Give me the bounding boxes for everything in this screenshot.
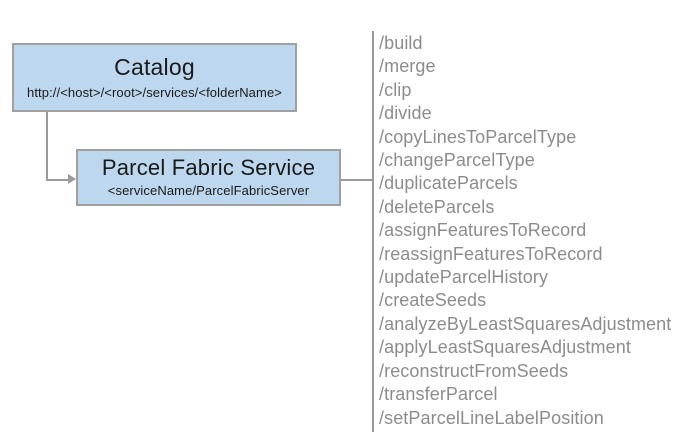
arrowhead-icon bbox=[68, 174, 76, 184]
operation-item[interactable]: /copyLinesToParcelType bbox=[379, 126, 577, 147]
catalog-node-title: Catalog bbox=[114, 53, 195, 80]
catalog-node-url: http://<host>/<root>/services/<folderNam… bbox=[27, 85, 282, 101]
operation-item[interactable]: /build bbox=[379, 33, 423, 53]
connector-service-to-operations bbox=[341, 179, 374, 181]
operation-item[interactable]: /transferParcel bbox=[379, 384, 498, 405]
service-node-path: <serviceName/ParcelFabricServer bbox=[107, 183, 310, 199]
catalog-node: Catalog http://<host>/<root>/services/<f… bbox=[12, 43, 297, 112]
operations-divider bbox=[372, 31, 374, 432]
connector-catalog-horizontal bbox=[46, 179, 70, 181]
parcel-fabric-service-node: Parcel Fabric Service <serviceName/Parce… bbox=[76, 149, 341, 206]
operation-item[interactable]: /applyLeastSquaresAdjustment bbox=[379, 337, 631, 358]
operation-item[interactable]: /deleteParcels bbox=[379, 196, 495, 217]
operation-item[interactable]: /reconstructFromSeeds bbox=[379, 360, 569, 381]
operation-item[interactable]: /assignFeaturesToRecord bbox=[379, 220, 587, 241]
service-node-title: Parcel Fabric Service bbox=[101, 154, 316, 180]
operation-item[interactable]: /createSeeds bbox=[379, 290, 487, 311]
operation-item[interactable]: /merge bbox=[379, 56, 436, 77]
operation-item[interactable]: /updateParcelHistory bbox=[379, 267, 549, 288]
operation-item[interactable]: /analyzeByLeastSquaresAdjustment bbox=[379, 313, 672, 334]
operation-item[interactable]: /clip bbox=[379, 79, 412, 100]
operation-item[interactable]: /reassignFeaturesToRecord bbox=[379, 243, 603, 264]
operation-item[interactable]: /changeParcelType bbox=[379, 150, 535, 171]
operations-list: /build/merge/clip/divide/copyLinesToParc… bbox=[379, 32, 684, 430]
operation-item[interactable]: /setParcelLineLabelPosition bbox=[379, 407, 604, 428]
operation-item[interactable]: /duplicateParcels bbox=[379, 173, 518, 194]
connector-catalog-vertical bbox=[46, 112, 48, 181]
operation-item[interactable]: /divide bbox=[379, 103, 432, 124]
